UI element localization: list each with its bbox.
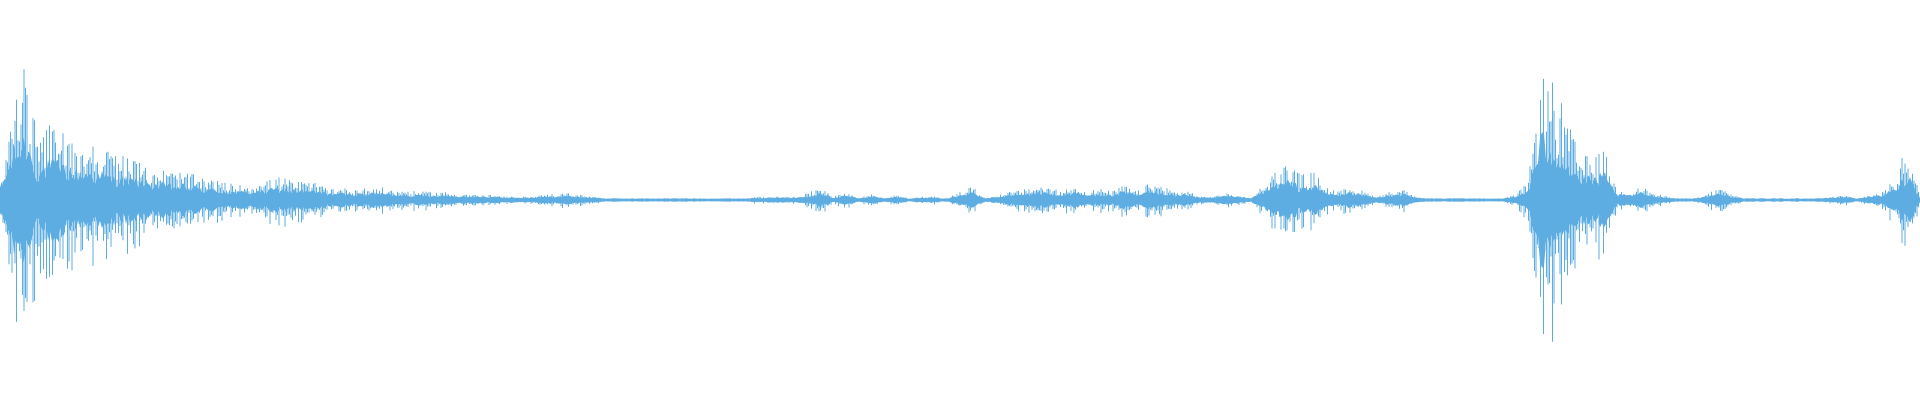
waveform-peaks <box>0 69 1919 342</box>
